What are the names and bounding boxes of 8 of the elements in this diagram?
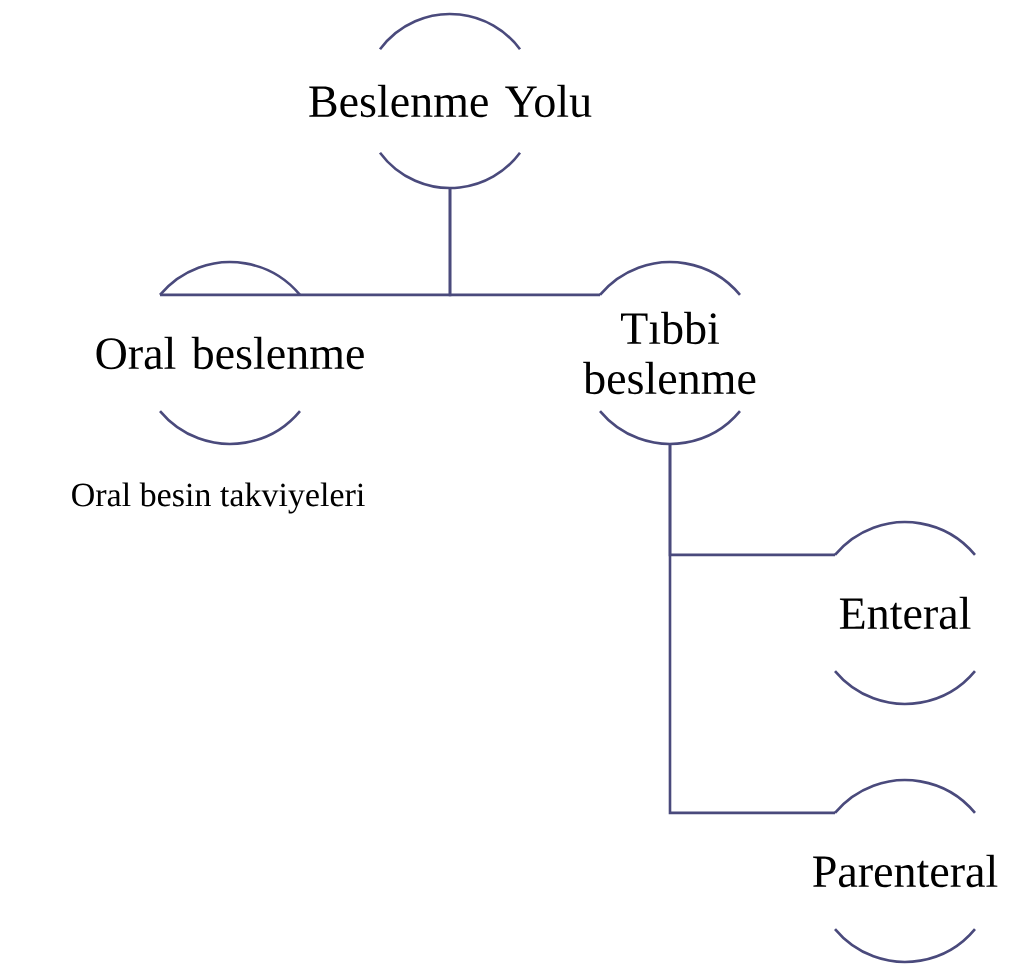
- connector: [668, 444, 835, 815]
- node-caption: Oral besin takviyeleri: [72, 482, 365, 514]
- arc-node: Oral beslenme: [96, 260, 364, 446]
- connector: [448, 188, 600, 297]
- arc-node: Tıbbi beslenme: [583, 260, 756, 446]
- arc-node: Enteral: [834, 520, 976, 706]
- arc-node: Parenteral: [813, 778, 998, 964]
- arc-node: Beslenme Yolu: [309, 12, 592, 190]
